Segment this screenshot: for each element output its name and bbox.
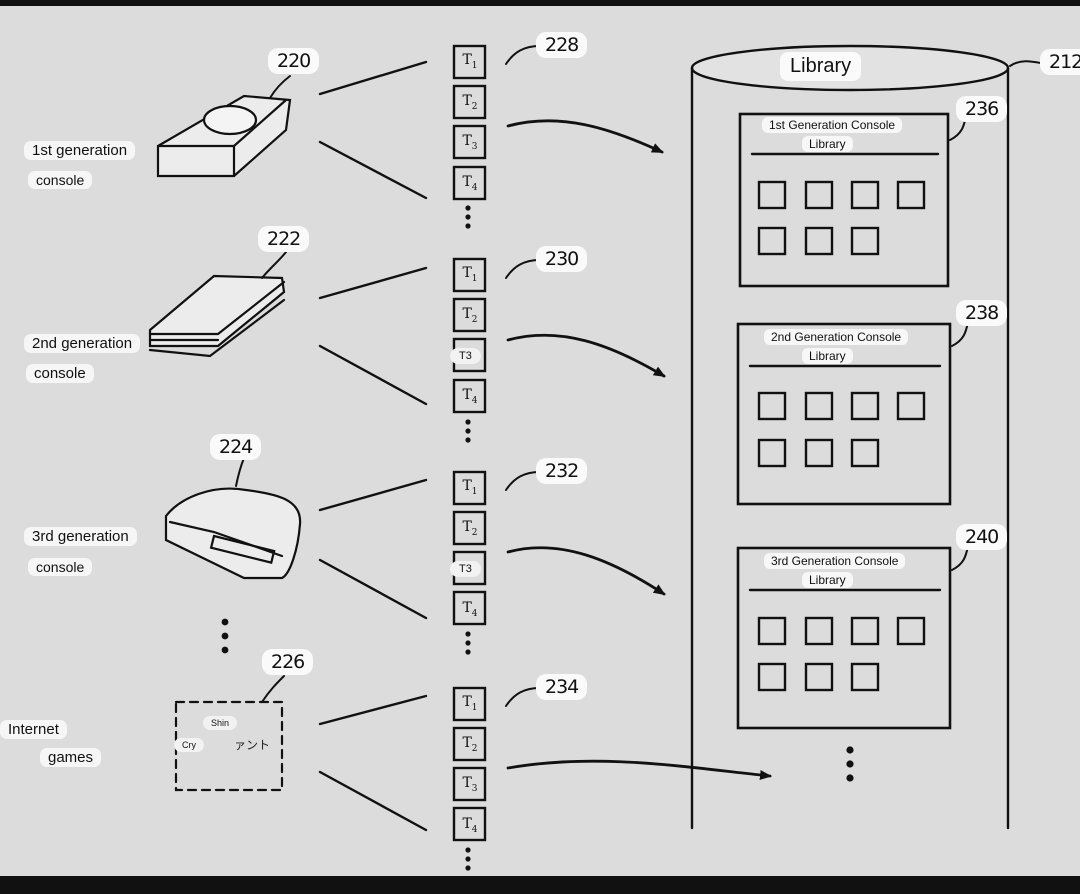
stack-232-item-2: T2 bbox=[462, 518, 478, 538]
stack-228-item-2: T2 bbox=[462, 92, 478, 112]
console-1-label-line2: console bbox=[28, 171, 93, 189]
ref-212: 212 bbox=[1040, 49, 1080, 75]
stack-232-item-4: T4 bbox=[462, 599, 478, 619]
console-1-label-line1: 1st generation bbox=[24, 141, 136, 160]
ref-222: 222 bbox=[258, 226, 310, 252]
internet-icon-text-3: ァント bbox=[234, 738, 271, 752]
ref-240: 240 bbox=[956, 524, 1008, 550]
bottom-black-bar bbox=[0, 876, 1080, 894]
console-2-label-line1: 2nd generation bbox=[24, 334, 141, 353]
ellipsis-dots bbox=[221, 205, 854, 871]
panel-238-label-line2: Library bbox=[802, 348, 853, 364]
console-3-label-line2: console bbox=[28, 558, 93, 576]
panel-240-label-line1: 3rd Generation Console bbox=[764, 553, 906, 569]
stack-228 bbox=[452, 44, 541, 201]
stack-234-item-3: T3 bbox=[462, 775, 478, 794]
ref-230: 230 bbox=[536, 246, 588, 272]
stack-228-item-4: T4 bbox=[462, 173, 478, 193]
panel-240-label-line2: Library bbox=[802, 572, 853, 588]
stack-232-item-3: T3 bbox=[450, 561, 481, 577]
console-2-label-line2: console bbox=[26, 364, 94, 383]
stack-228-item-3: T3 bbox=[462, 133, 478, 152]
ref-220: 220 bbox=[268, 48, 320, 74]
console-220-drawing bbox=[156, 75, 292, 178]
internet-226-drawing bbox=[174, 675, 285, 792]
panel-238-label-line1: 2nd Generation Console bbox=[764, 329, 909, 345]
internet-label-line2: games bbox=[40, 748, 102, 767]
panel-240 bbox=[736, 545, 969, 730]
ref-238: 238 bbox=[956, 300, 1008, 326]
stack-230-item-2: T2 bbox=[462, 305, 478, 325]
ref-236: 236 bbox=[956, 96, 1008, 122]
console-222-drawing bbox=[148, 251, 287, 358]
top-black-bar bbox=[0, 0, 1080, 6]
internet-icon-text-2: Cry bbox=[174, 738, 204, 752]
panel-236-label-line2: Library bbox=[802, 136, 853, 152]
stack-234-item-4: T4 bbox=[462, 815, 478, 835]
ref-234: 234 bbox=[536, 674, 588, 700]
ref-232: 232 bbox=[536, 458, 588, 484]
stack-234-item-2: T2 bbox=[462, 734, 478, 754]
library-title: Library bbox=[780, 52, 862, 81]
stack-230-item-4: T4 bbox=[462, 386, 478, 406]
internet-label-line1: Internet bbox=[0, 720, 67, 739]
ref-226: 226 bbox=[262, 649, 314, 675]
library-cylinder bbox=[690, 44, 1047, 830]
console-224-drawing bbox=[164, 457, 302, 580]
stack-228-item-1: T1 bbox=[462, 52, 478, 71]
ref-228: 228 bbox=[536, 32, 588, 58]
stack-230-item-1: T1 bbox=[462, 265, 478, 284]
console-3-label-line1: 3rd generation bbox=[24, 527, 137, 546]
panel-238 bbox=[736, 321, 969, 506]
stack-232 bbox=[452, 470, 541, 626]
stack-234-item-1: T1 bbox=[462, 694, 478, 713]
ref-224: 224 bbox=[210, 434, 262, 460]
panel-236-label-line1: 1st Generation Console bbox=[762, 117, 903, 133]
internet-icon-text-1: Shin bbox=[203, 716, 238, 730]
stack-230-item-3: T3 bbox=[450, 348, 481, 364]
panel-236 bbox=[738, 112, 967, 288]
stack-232-item-1: T1 bbox=[462, 478, 478, 497]
